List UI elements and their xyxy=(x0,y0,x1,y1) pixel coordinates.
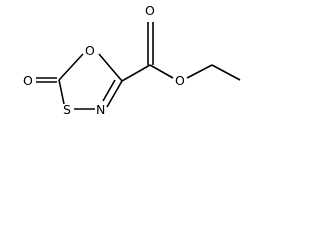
atom-label-exo-oxygen: O xyxy=(23,73,33,88)
atom-label-ring-oxygen: O xyxy=(85,43,95,58)
atom-label-ester-ether-oxygen: O xyxy=(175,73,185,88)
bond-c2-o1 xyxy=(58,53,84,81)
bond-ccarbonyl-oether xyxy=(149,64,174,79)
bond-ch2-ch3 xyxy=(211,64,241,81)
atom-label-sulfur: S xyxy=(63,102,71,117)
bond-c5-ccarbonyl xyxy=(121,64,151,82)
bond-oether-ch2 xyxy=(186,64,213,79)
bond-c5-n4-2 xyxy=(102,79,116,102)
bond-c5-n4-1 xyxy=(106,80,123,108)
bond-s3-c2 xyxy=(58,79,65,105)
atom-label-nitrogen: N xyxy=(96,102,105,117)
chemical-structure-diagram: O O S N O O xyxy=(23,3,241,117)
bond-o1-c5 xyxy=(98,53,123,82)
atom-label-ester-carbonyl-oxygen: O xyxy=(145,3,155,18)
